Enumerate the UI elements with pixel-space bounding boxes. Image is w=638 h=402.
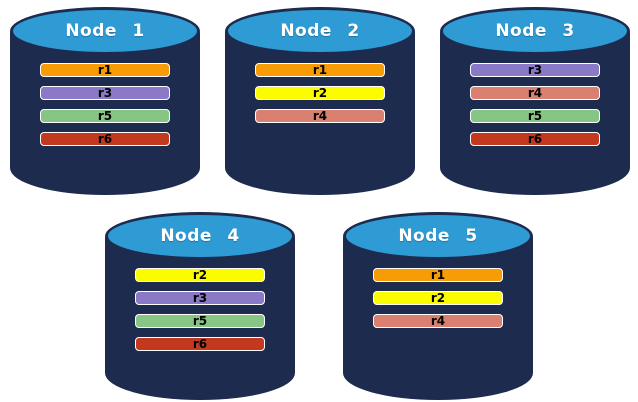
replica-bar-r1: r1 (255, 63, 385, 77)
node-2-cylinder: Node 2 r1 r2 r4 (225, 5, 415, 195)
replica-bar-r4: r4 (255, 109, 385, 123)
replica-bar-r5: r5 (135, 314, 265, 328)
cylinder-top-ellipse: Node 5 (343, 212, 533, 260)
replica-bar-r4: r4 (470, 86, 600, 100)
node-label: Node 5 (398, 226, 478, 246)
node-1-cylinder: Node 1 r1 r3 r5 r6 (10, 5, 200, 195)
node-4-cylinder: Node 4 r2 r3 r5 r6 (105, 210, 295, 400)
replica-bar-r6: r6 (470, 132, 600, 146)
replica-bar-r1: r1 (40, 63, 170, 77)
replica-bar-r1: r1 (373, 268, 503, 282)
replica-bar-r3: r3 (470, 63, 600, 77)
replica-bar-r2: r2 (135, 268, 265, 282)
replica-bar-list: r1 r2 r4 (255, 63, 385, 123)
node-row-bottom: Node 4 r2 r3 r5 r6 Node 5 r1 r2 r4 (0, 210, 638, 400)
replica-bar-r5: r5 (470, 109, 600, 123)
replica-bar-list: r3 r4 r5 r6 (470, 63, 600, 146)
replica-bar-list: r2 r3 r5 r6 (135, 268, 265, 351)
replica-bar-list: r1 r3 r5 r6 (40, 63, 170, 146)
node-3-cylinder: Node 3 r3 r4 r5 r6 (440, 5, 630, 195)
replica-bar-r6: r6 (135, 337, 265, 351)
cylinder-top-ellipse: Node 1 (10, 7, 200, 55)
replica-bar-r4: r4 (373, 314, 503, 328)
replica-bar-r3: r3 (135, 291, 265, 305)
replica-bar-r2: r2 (373, 291, 503, 305)
node-label: Node 1 (65, 21, 145, 41)
replica-bar-list: r1 r2 r4 (373, 268, 503, 328)
cylinder-top-ellipse: Node 3 (440, 7, 630, 55)
node-5-cylinder: Node 5 r1 r2 r4 (343, 210, 533, 400)
replica-bar-r6: r6 (40, 132, 170, 146)
cylinder-top-ellipse: Node 2 (225, 7, 415, 55)
replica-bar-r5: r5 (40, 109, 170, 123)
cylinder-top-ellipse: Node 4 (105, 212, 295, 260)
replica-bar-r3: r3 (40, 86, 170, 100)
node-label: Node 4 (160, 226, 240, 246)
replica-bar-r2: r2 (255, 86, 385, 100)
node-label: Node 3 (495, 21, 575, 41)
node-label: Node 2 (280, 21, 360, 41)
